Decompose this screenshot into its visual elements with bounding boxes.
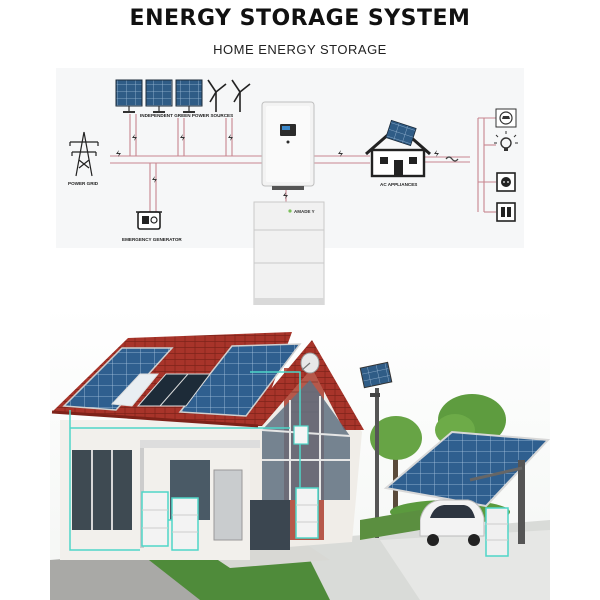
socket-icon — [496, 172, 516, 192]
roof-solar-panel — [62, 347, 174, 411]
wave-marker — [445, 156, 459, 162]
walkway — [50, 553, 200, 600]
current-markers — [116, 134, 439, 199]
cable-highlight — [69, 371, 301, 551]
generator-label: EMERGENCY GENERATOR — [122, 237, 182, 242]
inverter-unit — [261, 101, 315, 190]
window — [72, 450, 132, 530]
battery-brand-label: AMADE Y — [294, 209, 315, 214]
wind-turbine-icon — [207, 79, 227, 112]
car-icon — [495, 108, 517, 128]
solar-panel-icon — [145, 79, 173, 113]
page-subtitle: HOME ENERGY STORAGE — [213, 42, 387, 57]
satellite-dish — [300, 352, 320, 374]
bulb-icon — [494, 131, 518, 151]
home-battery-pack — [295, 487, 319, 539]
home-battery-pack — [141, 491, 199, 551]
roof-solar-panel — [178, 343, 302, 417]
solar-carport — [383, 430, 551, 557]
wind-turbine-icon — [231, 79, 251, 112]
house-icon — [365, 119, 431, 178]
green-sources-label: INDEPENDENT GREEN POWER SOURCES — [140, 113, 233, 118]
solar-panel-icon — [175, 79, 203, 113]
generator-icon — [136, 211, 162, 230]
power-grid-pylon-icon — [69, 131, 99, 177]
ac-appliances-label: AC APPLIANCES — [380, 182, 417, 187]
switch-icon — [496, 202, 516, 222]
wiring — [110, 114, 496, 213]
power-grid-label: POWER GRID — [68, 181, 99, 186]
solar-panel-icon — [115, 79, 143, 113]
wall-inverter — [293, 425, 309, 445]
page-title: ENERGY STORAGE SYSTEM — [129, 6, 471, 31]
house-scene — [50, 305, 551, 600]
battery-stack: AMADE Y — [253, 201, 325, 307]
solar-street-light — [359, 361, 393, 538]
